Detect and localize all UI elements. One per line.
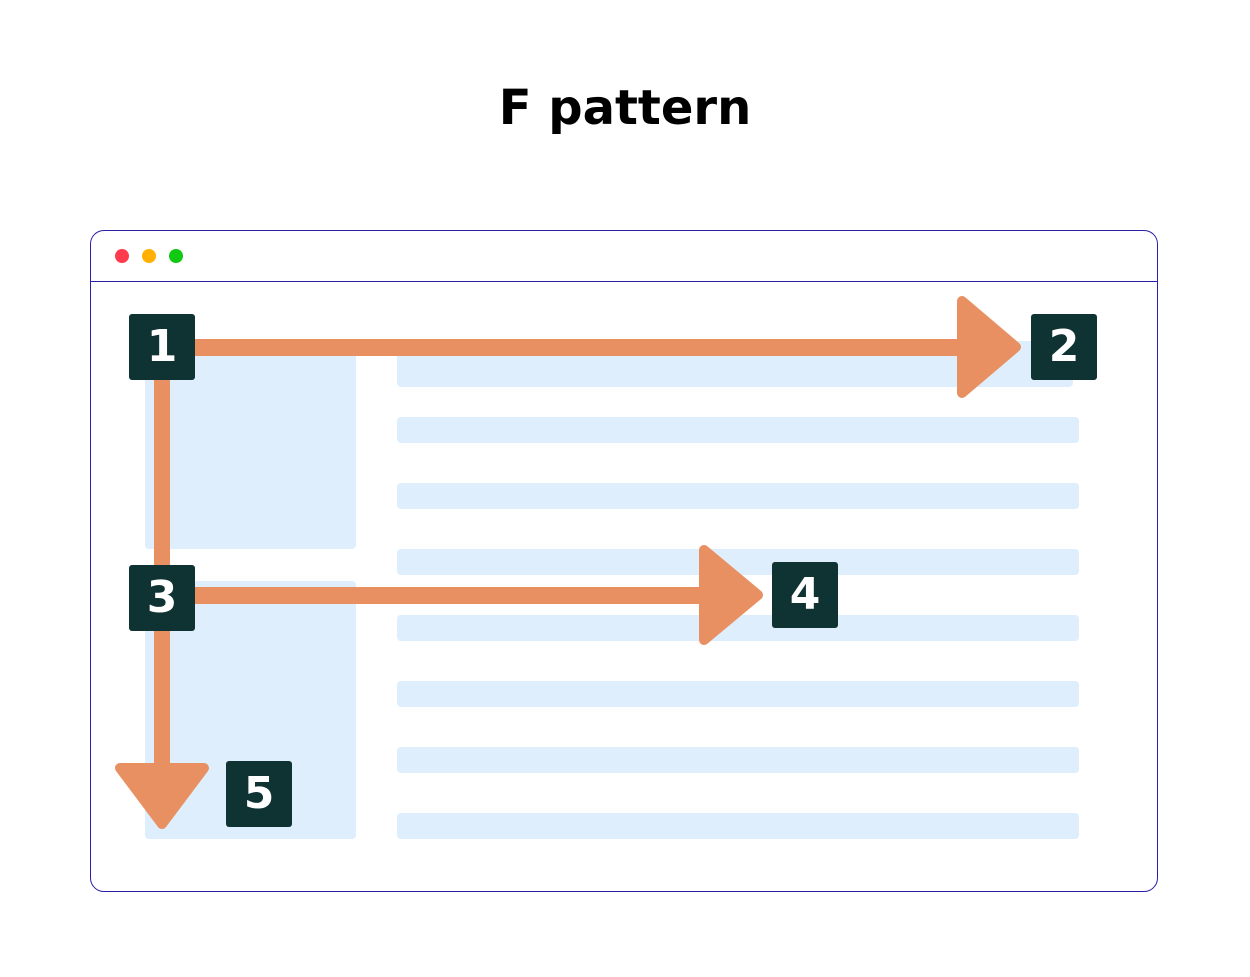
text-line	[397, 417, 1079, 443]
text-line	[397, 681, 1079, 707]
step-badge-3: 3	[129, 565, 195, 631]
minimize-dot	[142, 249, 156, 263]
text-line	[397, 483, 1079, 509]
text-line	[397, 615, 1079, 641]
text-line	[397, 549, 1079, 575]
step-badge-4: 4	[772, 562, 838, 628]
maximize-dot	[169, 249, 183, 263]
titlebar-divider	[91, 281, 1157, 282]
text-line	[397, 813, 1079, 839]
text-line	[397, 341, 1073, 387]
text-line	[397, 747, 1079, 773]
sidebar-block-top	[145, 349, 356, 549]
step-badge-2: 2	[1031, 314, 1097, 380]
diagram-title: F pattern	[498, 80, 752, 136]
close-dot	[115, 249, 129, 263]
step-badge-1: 1	[129, 314, 195, 380]
step-badge-5: 5	[226, 761, 292, 827]
